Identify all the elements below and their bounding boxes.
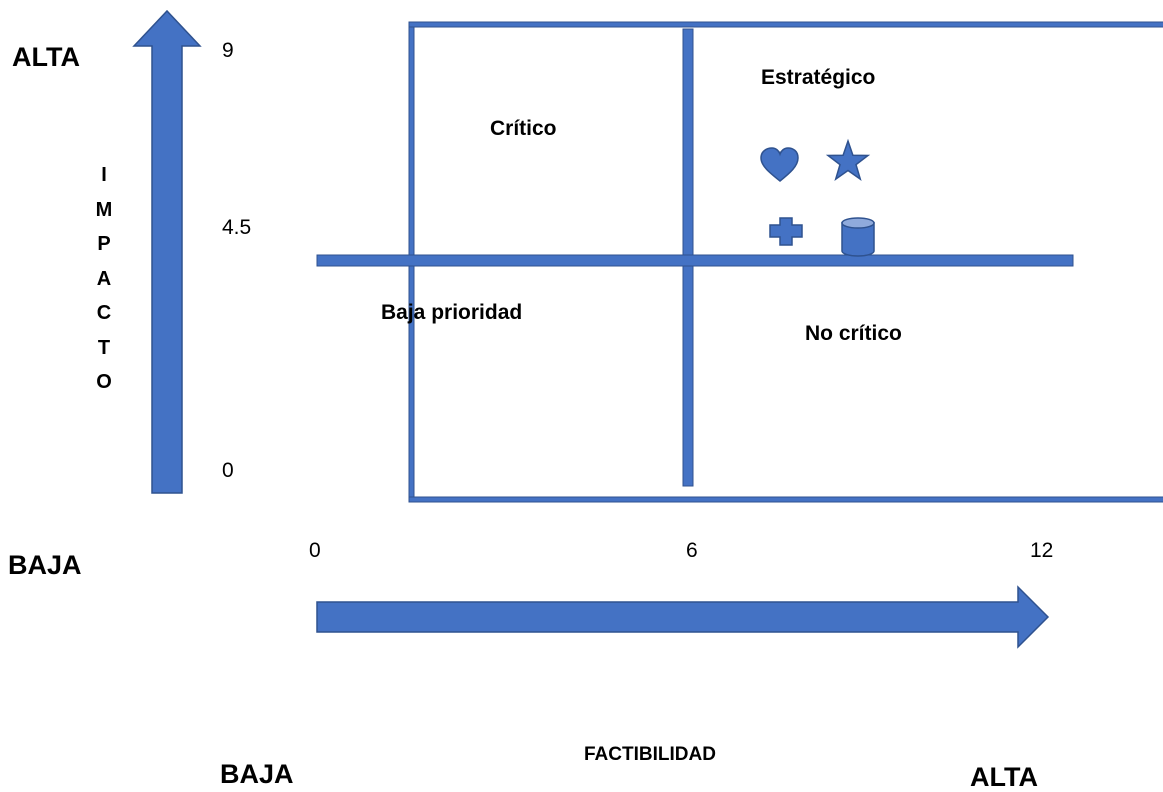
y-tick-label: 9 xyxy=(222,39,234,62)
y-axis-title: I M P A C T O xyxy=(92,158,116,400)
y-axis-low-label: BAJA xyxy=(8,550,82,580)
y-axis-title-letter: O xyxy=(96,371,112,393)
plus-icon xyxy=(769,217,803,246)
y-axis-title-letter: I xyxy=(101,164,107,186)
cylinder-icon xyxy=(841,217,875,257)
quadrant-label-estrategico: Estratégico xyxy=(761,66,876,89)
x-axis-low-label: BAJA xyxy=(220,759,294,789)
x-tick-label: 0 xyxy=(309,539,321,562)
quadrant-label-critico: Crítico xyxy=(490,117,557,140)
x-axis-high-label: ALTA xyxy=(970,762,1038,792)
y-axis-title-letter: P xyxy=(97,233,111,255)
horizontal-divider xyxy=(316,254,1074,267)
y-axis-title-letter: M xyxy=(95,198,113,221)
quadrant-label-baja-prioridad: Baja prioridad xyxy=(381,301,523,324)
y-axis-arrow xyxy=(132,9,202,494)
x-axis-arrow xyxy=(316,585,1050,649)
y-axis-title-letter: T xyxy=(97,336,111,359)
x-tick-label: 6 xyxy=(686,539,698,562)
y-tick-label: 4.5 xyxy=(222,216,252,239)
y-tick-label: 0 xyxy=(222,459,234,482)
star-icon xyxy=(825,138,871,181)
quadrant-label-no-critico: No crítico xyxy=(805,322,902,345)
y-axis-title-letter: A xyxy=(96,267,112,290)
x-axis-title: FACTIBILIDAD xyxy=(584,744,716,765)
y-axis-title-letter: C xyxy=(96,302,112,324)
x-tick-label: 12 xyxy=(1030,539,1054,562)
heart-icon xyxy=(760,147,799,182)
y-axis-high-label: ALTA xyxy=(12,42,80,72)
